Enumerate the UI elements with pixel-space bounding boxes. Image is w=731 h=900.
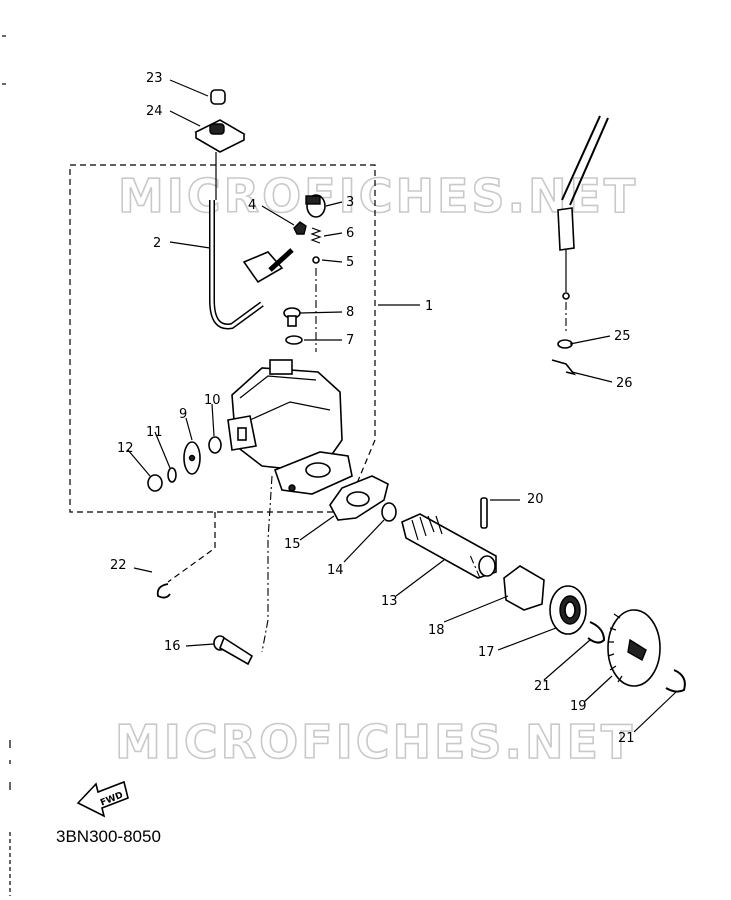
callout-8: 8 [346, 305, 354, 320]
part-4-nut [293, 221, 307, 235]
part-6-spring [310, 227, 322, 244]
part-25-cable-end [557, 339, 573, 349]
callout-12: 12 [117, 441, 134, 456]
part-11-lock-washer [167, 467, 177, 483]
part-10-washer [208, 436, 222, 454]
callout-21b: 21 [618, 731, 635, 746]
callout-17: 17 [478, 645, 495, 660]
watermark-bottom: MICROFICHES.NET [115, 715, 635, 769]
part-23-cap [210, 89, 226, 105]
callout-20: 20 [527, 492, 544, 507]
part-2-delivery-pipe [209, 200, 294, 330]
callout-10: 10 [204, 393, 221, 408]
part-18-collar [503, 565, 545, 611]
part-21-circlip-b [665, 669, 686, 693]
callout-1: 1 [425, 299, 433, 314]
callout-labels: 1 2 3 4 5 6 7 8 9 10 11 12 13 14 15 16 1… [110, 71, 635, 746]
part-19-gear [607, 609, 661, 687]
part-8-bleed-screw [283, 307, 301, 327]
callout-21a: 21 [534, 679, 551, 694]
callout-3: 3 [346, 195, 354, 210]
callout-4: 4 [248, 198, 256, 213]
scan-edge-marks [2, 35, 11, 896]
callout-16: 16 [164, 639, 181, 654]
part-3-banjo-bolt [305, 194, 326, 218]
leader-lines [127, 79, 677, 733]
callout-13: 13 [381, 594, 398, 609]
part-26-wire-clip [551, 359, 577, 376]
part-15-gasket [329, 475, 389, 521]
oil-pump-body [227, 359, 353, 495]
part-22-clip [156, 583, 171, 599]
callout-26: 26 [616, 376, 633, 391]
callout-5: 5 [346, 255, 354, 270]
watermark-top: MICROFICHES.NET [118, 169, 638, 223]
part-14-oring [381, 502, 397, 522]
callout-19: 19 [570, 699, 587, 714]
part-16-bolt [213, 635, 254, 666]
callout-9: 9 [179, 407, 187, 422]
callout-14: 14 [327, 563, 344, 578]
part-9-pulley [183, 441, 201, 475]
callout-25: 25 [614, 329, 631, 344]
part-17-bearing [549, 585, 587, 635]
assembly-boundary [69, 164, 376, 513]
callout-18: 18 [428, 623, 445, 638]
oil-pump-cable [557, 115, 609, 334]
callout-15: 15 [284, 537, 301, 552]
callout-22: 22 [110, 558, 127, 573]
part-20-pin [480, 497, 488, 529]
part-12-nut [147, 474, 163, 492]
part-7-washer [285, 335, 303, 345]
callout-2: 2 [153, 236, 161, 251]
callout-11: 11 [146, 425, 163, 440]
callout-23: 23 [146, 71, 163, 86]
callout-6: 6 [346, 226, 354, 241]
part-code: 3BN300-8050 [56, 827, 161, 846]
part-24-grommet [194, 119, 246, 153]
part-21-circlip-a [587, 621, 606, 644]
callout-7: 7 [346, 333, 354, 348]
part-5-ball [312, 256, 320, 264]
fwd-arrow: FWD [76, 780, 129, 818]
callout-24: 24 [146, 104, 163, 119]
